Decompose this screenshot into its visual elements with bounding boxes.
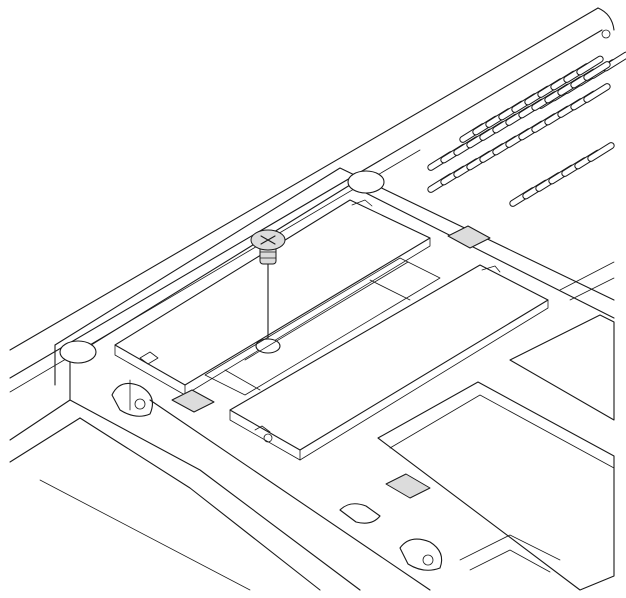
pads: [171, 225, 491, 524]
vent-icon: [583, 83, 611, 103]
memory-module-lower: [229, 264, 549, 461]
drive-bay: [377, 261, 615, 591]
screw-bosses: [59, 170, 443, 571]
corner-hole: [601, 29, 611, 39]
memory-compartment: [54, 167, 615, 591]
screw-icon: [250, 229, 286, 339]
boss-hole-top: [347, 170, 385, 194]
boss-hole-left: [59, 340, 97, 364]
vent-icon: [583, 61, 611, 81]
vent-icon: [587, 142, 615, 162]
slot-connector: [204, 257, 441, 396]
vent-icon: [576, 55, 604, 76]
vent-grille: [427, 51, 626, 207]
